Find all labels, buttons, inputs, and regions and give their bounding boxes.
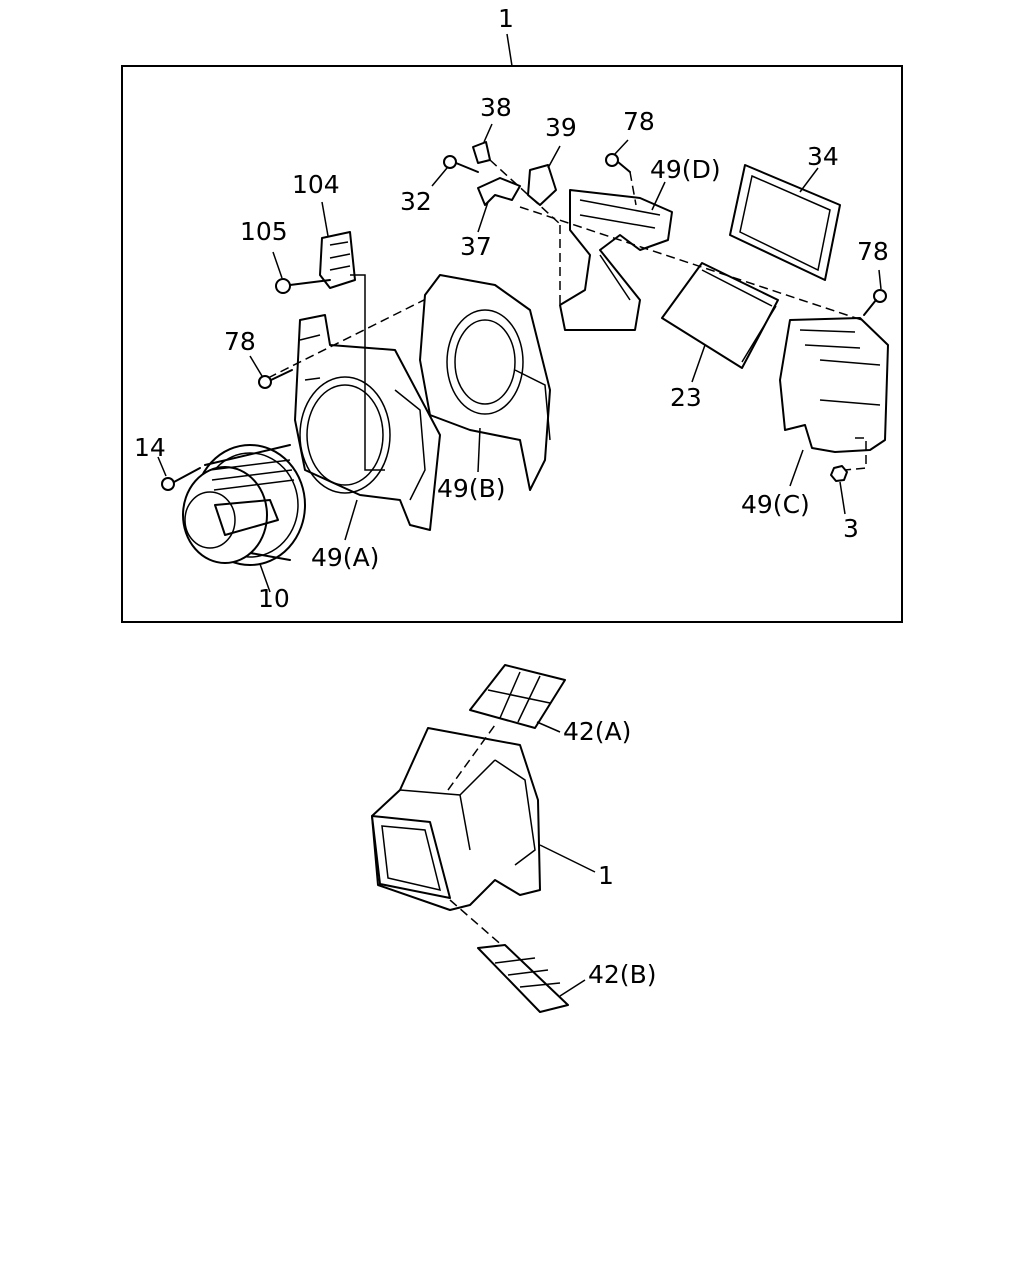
callout-34: 34 — [807, 142, 839, 171]
case-49b-part — [419, 274, 551, 491]
callout-1-top: 1 — [498, 4, 514, 33]
case-49a-part — [294, 314, 441, 531]
filter-42a-part — [469, 664, 566, 729]
nut-3-part — [830, 465, 848, 482]
screw-78-left-part — [258, 369, 293, 389]
screw-78-top-part — [605, 153, 631, 173]
callout-39: 39 — [545, 113, 577, 142]
callout-78-right: 78 — [857, 237, 889, 266]
callout-78-left: 78 — [224, 327, 256, 356]
callout-104: 104 — [292, 170, 340, 199]
callout-105: 105 — [240, 217, 288, 246]
leader-1-top — [506, 33, 513, 67]
lever-37-part — [477, 177, 521, 206]
actuator-104-part — [319, 231, 356, 289]
screw-32-part — [443, 155, 479, 173]
callout-3: 3 — [843, 514, 859, 543]
filter-23-part — [661, 262, 779, 369]
callout-49b: 49(B) — [437, 474, 505, 503]
screw-105-part — [275, 278, 331, 294]
callout-49c: 49(C) — [741, 490, 810, 519]
callout-49a: 49(A) — [311, 543, 379, 572]
bracket-39-part — [527, 164, 557, 206]
callout-78-top: 78 — [623, 107, 655, 136]
callout-1-bottom: 1 — [598, 861, 614, 890]
callout-49d: 49(D) — [650, 155, 721, 184]
callout-labels: 1 38 39 78 49(D) 34 32 37 104 105 78 78 … — [134, 4, 889, 989]
callout-23: 23 — [670, 383, 702, 412]
blower-unit-1-part — [371, 727, 541, 911]
callout-14: 14 — [134, 433, 166, 462]
callout-42b: 42(B) — [588, 960, 656, 989]
filter-42b-part — [477, 944, 569, 1013]
duct-49d-part — [559, 189, 673, 331]
callout-32: 32 — [400, 187, 432, 216]
screw-14-part — [161, 467, 201, 491]
seal-34-part — [729, 164, 841, 281]
case-49c-part — [779, 317, 889, 453]
clip-38-part — [472, 141, 491, 164]
screw-78-right-part — [863, 289, 887, 316]
blower-motor-part — [182, 444, 306, 566]
callout-42a: 42(A) — [563, 717, 631, 746]
callout-37: 37 — [460, 232, 492, 261]
callout-10: 10 — [258, 584, 290, 613]
callout-38: 38 — [480, 93, 512, 122]
